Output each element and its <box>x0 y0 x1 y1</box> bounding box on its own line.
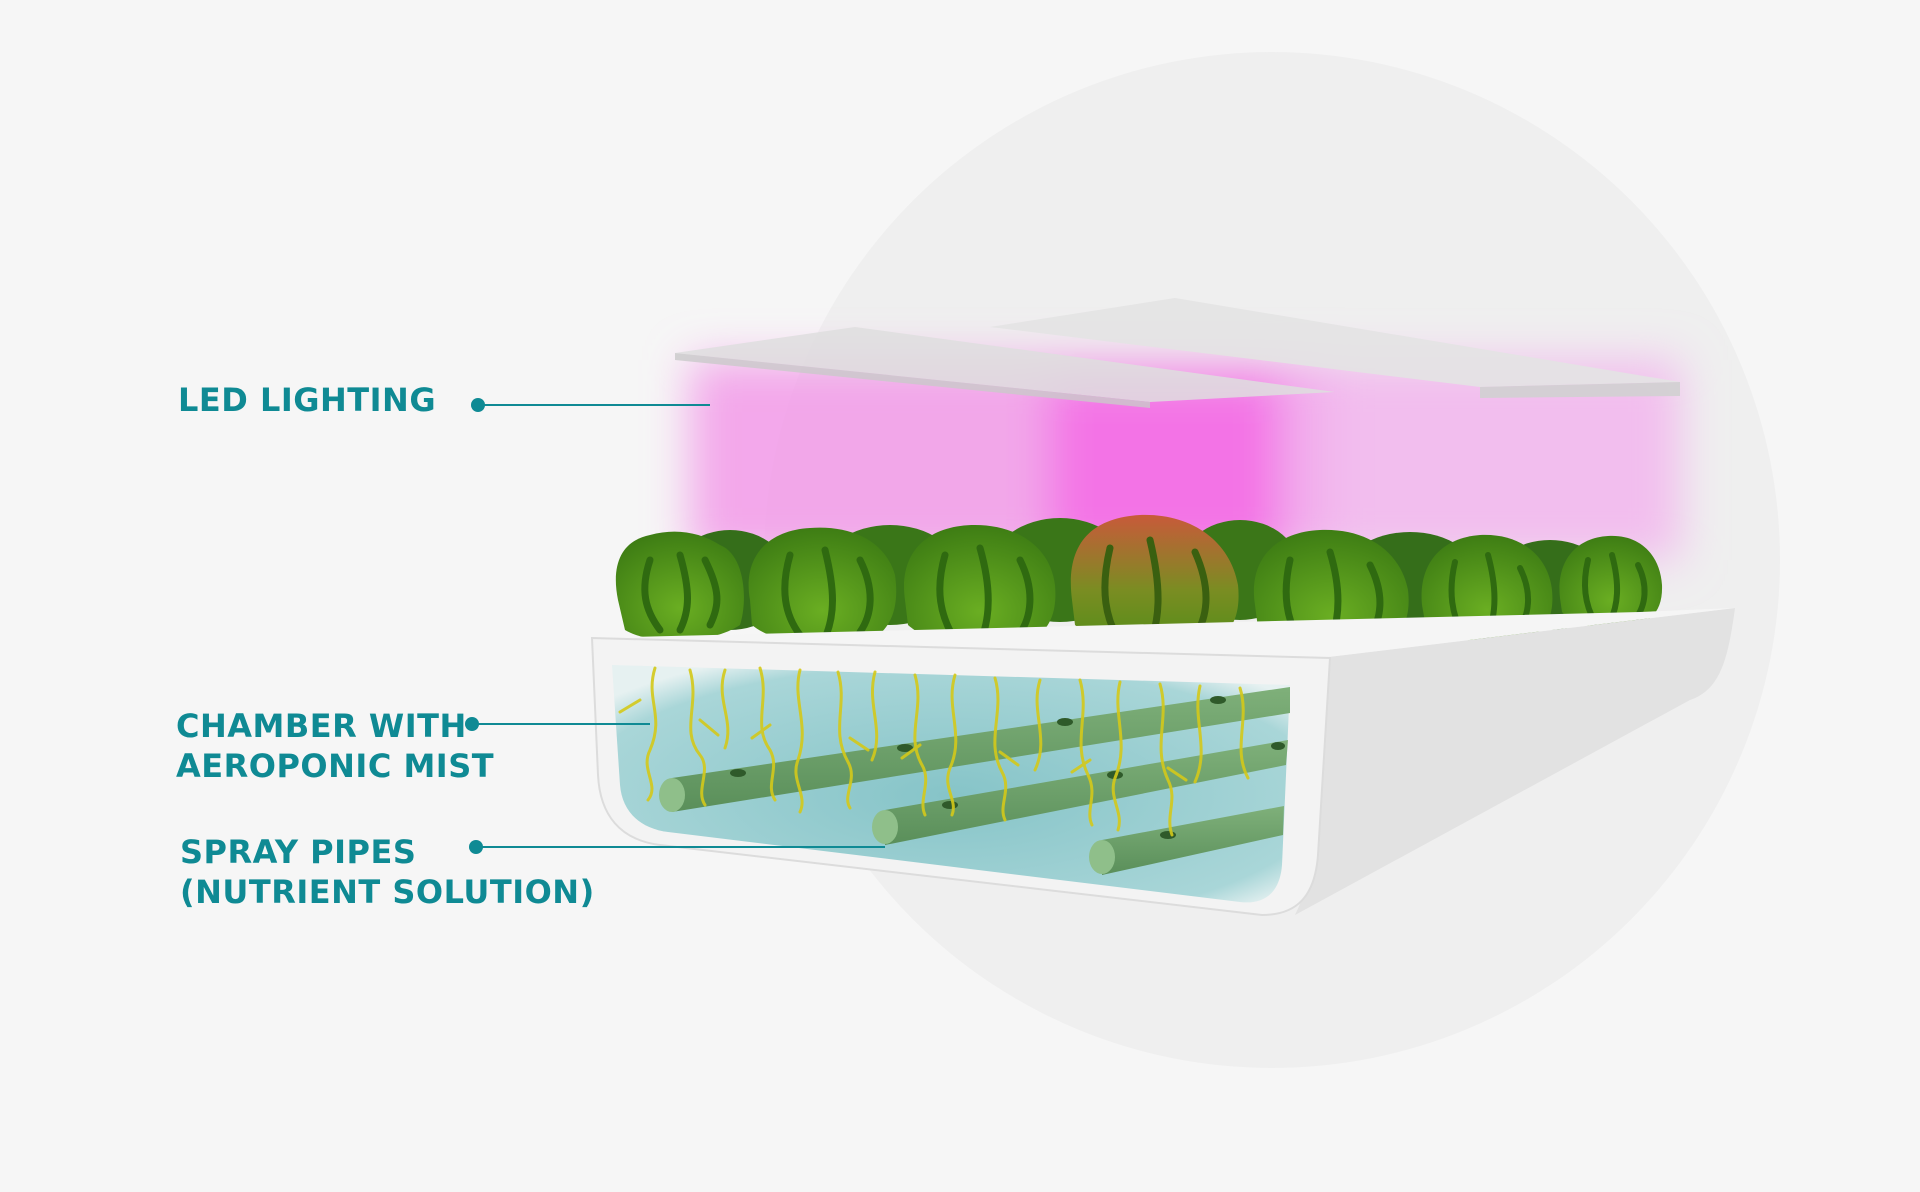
lettuce-1 <box>615 531 744 641</box>
spray-pipe-2 <box>872 740 1288 845</box>
led-lighting-text: LED LIGHTING <box>178 381 437 419</box>
roots <box>618 666 1250 837</box>
spray-pipe-1 <box>659 687 1290 812</box>
chamber-side <box>1295 608 1735 915</box>
led-lighting-label: LED LIGHTING <box>178 380 436 420</box>
spray-pipes-label: SPRAY PIPES (NUTRIENT SOLUTION) <box>180 832 595 912</box>
chamber-label: CHAMBER WITH AEROPONIC MIST <box>176 706 494 786</box>
spray-label-line2: (NUTRIENT SOLUTION) <box>180 873 595 911</box>
callout-chamber <box>465 717 650 731</box>
chamber-label-line2: AEROPONIC MIST <box>176 747 495 785</box>
chamber-label-line1: CHAMBER WITH <box>176 707 467 745</box>
callout-spray <box>469 840 885 854</box>
led-panel-right <box>990 298 1680 398</box>
lettuce-7 <box>1559 535 1663 629</box>
led-panel-left <box>675 327 1335 408</box>
callout-led <box>471 398 710 412</box>
spray-label-line1: SPRAY PIPES <box>180 833 417 871</box>
callout-lines <box>465 398 885 854</box>
spray-pipes <box>659 687 1290 875</box>
lettuce-2 <box>748 527 897 647</box>
spray-pipe-3 <box>1089 806 1284 875</box>
